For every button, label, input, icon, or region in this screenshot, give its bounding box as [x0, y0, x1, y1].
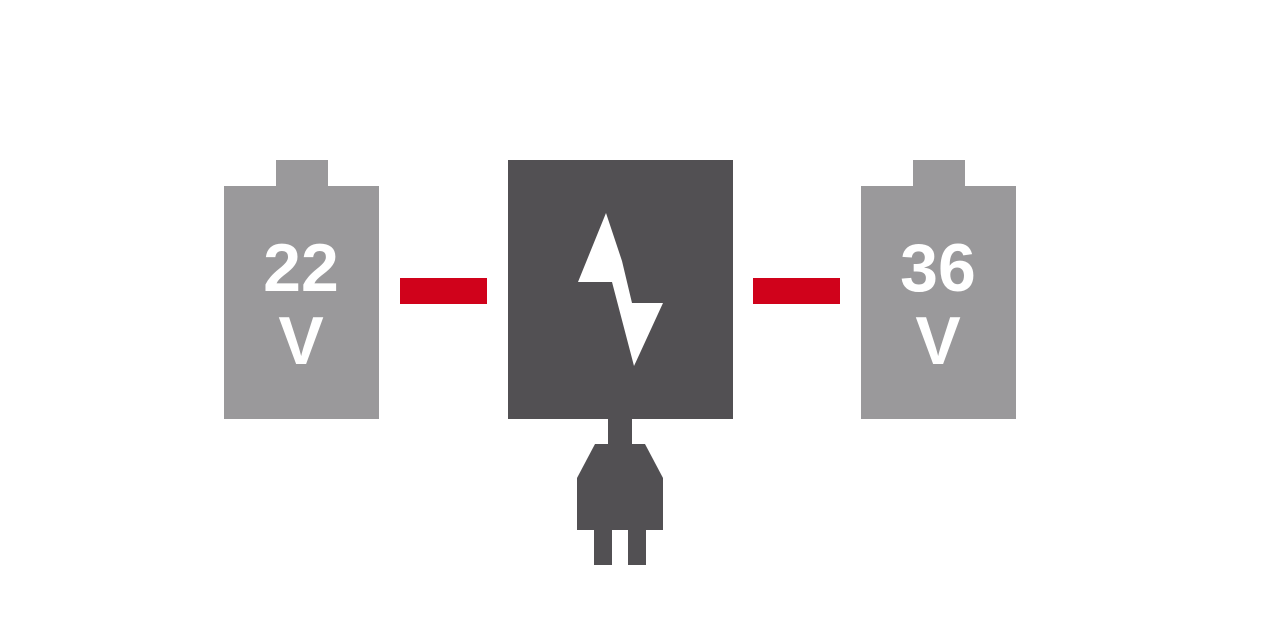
lightning-bolt-icon — [578, 213, 663, 366]
left-battery-body — [224, 186, 379, 419]
right-battery-voltage-number: 36 — [900, 230, 976, 306]
left-connector-line — [400, 278, 487, 304]
plug-body — [577, 444, 663, 530]
right-battery-body — [861, 186, 1016, 419]
left-battery-voltage-number: 22 — [263, 230, 339, 306]
plug-cable — [608, 416, 632, 446]
power-plug-icon — [577, 416, 663, 565]
right-battery: 36 V — [861, 160, 1016, 419]
right-battery-voltage-unit: V — [915, 303, 960, 379]
left-battery: 22 V — [224, 160, 379, 419]
right-connector-line — [753, 278, 840, 304]
plug-prong-right — [628, 528, 646, 565]
left-battery-terminal — [276, 160, 328, 188]
right-battery-terminal — [913, 160, 965, 188]
plug-prong-left — [594, 528, 612, 565]
charger-unit — [508, 160, 733, 419]
left-battery-voltage-unit: V — [278, 303, 323, 379]
